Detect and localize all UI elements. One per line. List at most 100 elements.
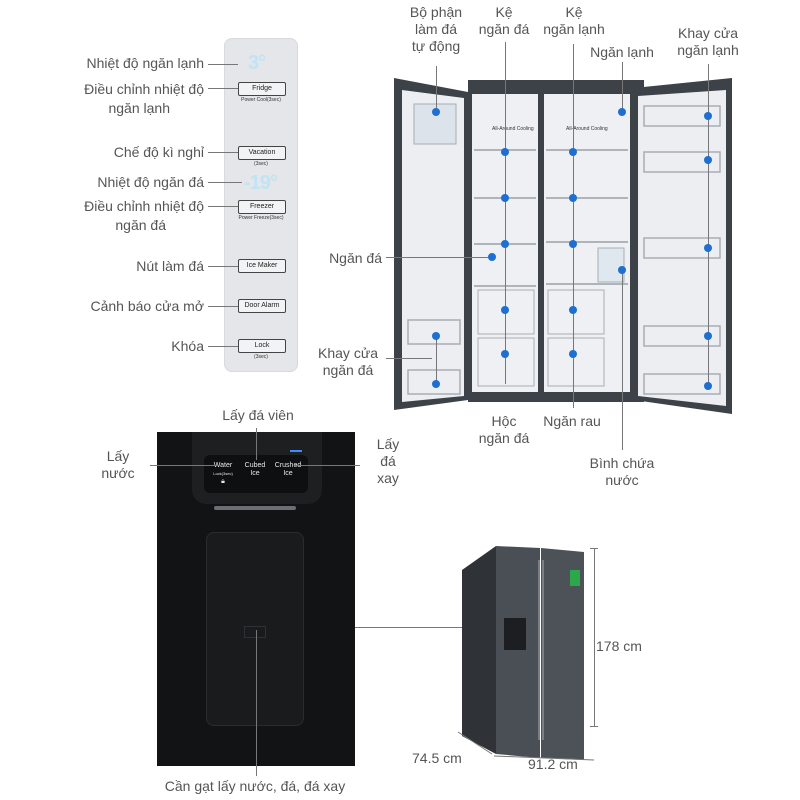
marker-dot — [432, 380, 440, 388]
marker-dot — [569, 306, 577, 314]
closed-fridge-left-door — [496, 546, 540, 758]
connector-line — [208, 152, 238, 153]
left-door-tray — [407, 369, 461, 395]
dispenser-cubed-label: Ice — [250, 470, 260, 477]
lock-button[interactable]: Lock — [238, 339, 286, 353]
vacation-button[interactable]: Vacation — [238, 146, 286, 160]
marker-dot — [618, 266, 626, 274]
marker-dot — [501, 148, 509, 156]
right-door-inner — [638, 90, 726, 406]
left-door-tray — [407, 319, 461, 345]
connector-line — [208, 346, 238, 347]
label-line: ngăn đá — [322, 362, 374, 378]
label-line: ngăn đá — [478, 430, 530, 446]
marker-dot — [432, 108, 440, 116]
marker-dot — [488, 253, 496, 261]
marker-dot — [618, 108, 626, 116]
door-alarm-button[interactable]: Door Alarm — [238, 299, 286, 313]
freezer-button[interactable]: Freezer — [238, 200, 286, 214]
dispenser-cubed-option[interactable]: Cubed Ice — [240, 462, 270, 478]
label-fridge-shelf: Kệ ngăn lạnh — [536, 4, 612, 38]
label-line: tự động — [411, 38, 461, 54]
label-lever: Cần gạt lấy nước, đá, đá xay — [164, 778, 346, 794]
lock-button-sub: (3sec) — [254, 354, 268, 360]
label-ice-cubes: Lấy đá viên — [222, 407, 294, 423]
label-fridge-temp: Nhiệt độ ngăn lạnh — [86, 55, 204, 71]
marker-dot — [569, 194, 577, 202]
dimension-line-height — [594, 548, 595, 726]
label-depth: 74.5 cm — [412, 750, 462, 766]
closed-fridge-side — [462, 546, 496, 754]
label-freezer-shelf: Kệ ngăn đá — [468, 4, 540, 38]
shelf-text-left: All-Around Cooling — [492, 126, 534, 132]
dispenser-crushed-label: Crushed — [274, 462, 302, 469]
label-fridge-compartment: Ngăn lạnh — [590, 44, 654, 60]
freezer-temp-display: -19° — [244, 172, 278, 194]
dispenser-water-option[interactable]: Water Lock(3sec) 🔒︎ — [206, 462, 240, 486]
label-line: Khay cửa — [318, 345, 378, 361]
leader-line — [505, 42, 506, 384]
label-line: Bình chứa — [589, 455, 655, 471]
energy-label — [570, 570, 580, 586]
label-line: Kệ — [495, 4, 513, 20]
marker-dot — [569, 240, 577, 248]
label-line: làm đá — [414, 21, 458, 37]
label-freezer-adjust-2: ngăn đá — [115, 217, 166, 233]
dimension-line-depth — [457, 731, 493, 755]
marker-dot — [704, 244, 712, 252]
ice-maker-button[interactable]: Ice Maker — [238, 259, 286, 273]
label-line: Lấy — [106, 448, 130, 464]
right-door-tray — [643, 105, 721, 127]
marker-dot — [704, 156, 712, 164]
leader-line — [708, 64, 709, 390]
label-width: 91.2 cm — [528, 756, 578, 772]
marker-dot — [432, 332, 440, 340]
label-fridge-adjust-1: Điều chỉnh nhiệt độ — [84, 81, 204, 97]
label-ice-maker-unit: Bộ phận làm đá tự động — [400, 4, 472, 55]
label-vegetable-drawer: Ngăn rau — [543, 413, 601, 429]
label-line: ngăn lạnh — [543, 21, 605, 37]
leader-line — [436, 336, 437, 384]
water-tank-box — [597, 247, 625, 283]
dimension-line-width — [493, 755, 595, 761]
vacation-button-sub: (3sec) — [254, 161, 268, 167]
connector-line — [208, 182, 242, 183]
fridge-closed-illustration — [462, 546, 584, 760]
leader-line — [386, 358, 432, 359]
label-ice-maker-button: Nút làm đá — [136, 258, 204, 274]
label-line: Hộc — [491, 413, 517, 429]
dispenser-lever[interactable] — [206, 532, 304, 726]
marker-dot — [704, 382, 712, 390]
dispenser-indicator-light — [290, 450, 302, 452]
label-vacation: Chế độ kì nghỉ — [113, 144, 204, 160]
lock-icon: 🔒︎ — [221, 478, 225, 485]
label-line: ngăn lạnh — [677, 42, 739, 58]
marker-dot — [704, 112, 712, 120]
dispenser-crushed-option[interactable]: Crushed Ice — [270, 462, 306, 478]
freezer-drawer — [477, 337, 535, 387]
vegetable-drawer-box — [547, 289, 605, 335]
label-fridge-door-tray: Khay cửa ngăn lạnh — [668, 25, 748, 59]
label-line: đá — [380, 453, 396, 469]
leader-line — [622, 270, 623, 450]
label-line: Kệ — [565, 4, 583, 20]
right-door-tray — [643, 325, 721, 347]
dimension-tick — [590, 548, 598, 549]
dispenser-drip-bar — [214, 506, 296, 510]
label-crushed-ice: Lấy đá xay — [366, 436, 410, 487]
label-line: xay — [377, 470, 399, 486]
marker-dot — [501, 350, 509, 358]
dispenser-screen — [204, 455, 308, 493]
fridge-button[interactable]: Fridge — [238, 82, 286, 96]
label-line: ngăn đá — [478, 21, 530, 37]
dimension-lines-base — [457, 731, 595, 761]
fridge-button-sub: Power Cool(3sec) — [241, 97, 281, 103]
right-door-tray — [643, 151, 721, 173]
label-lock: Khóa — [171, 338, 204, 354]
label-line: Khay cửa — [678, 25, 738, 41]
leader-line — [622, 62, 623, 112]
connector-line — [208, 306, 238, 307]
leader-line — [150, 465, 220, 466]
dispenser-cubed-label: Cubed — [244, 462, 266, 469]
dispenser-crushed-label: Ice — [283, 470, 293, 477]
